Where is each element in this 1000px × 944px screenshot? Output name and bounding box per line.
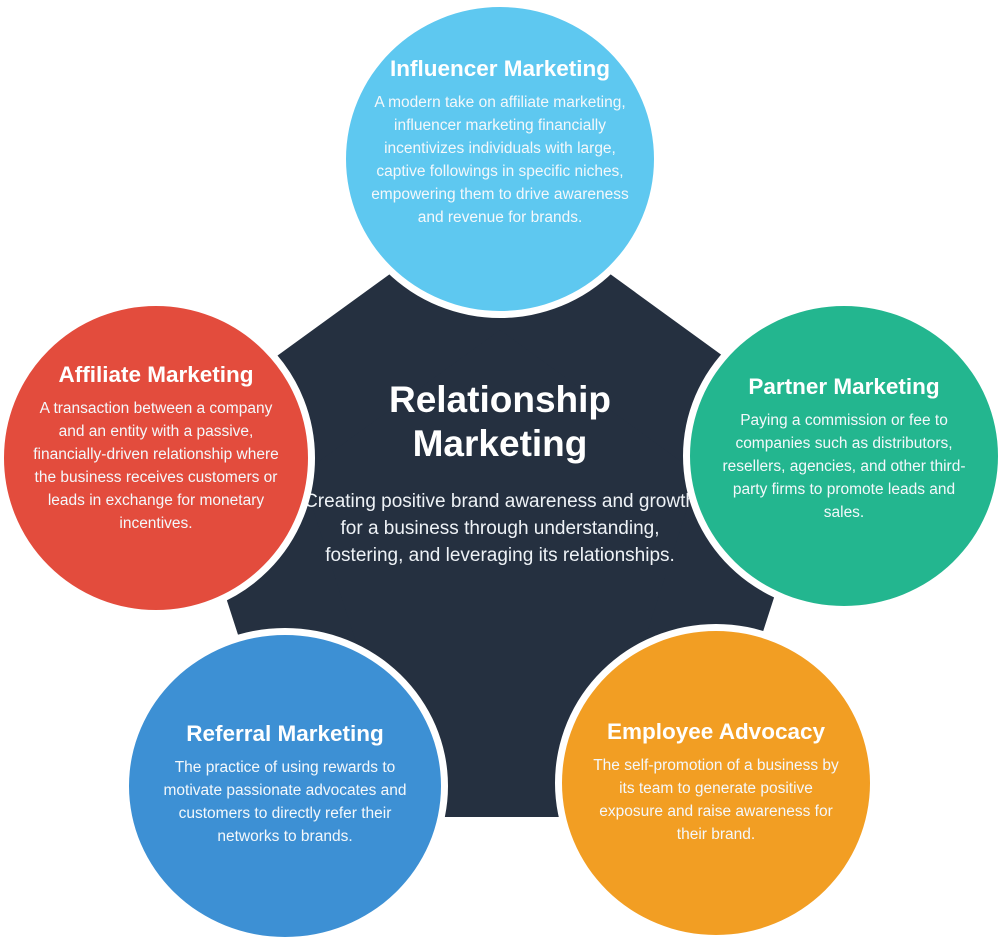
influencer-marketing-title: Influencer Marketing <box>389 56 611 81</box>
affiliate-marketing-description: A transaction between a company and an e… <box>33 400 279 532</box>
partner-marketing-description: Paying a commission or fee to companies … <box>722 412 966 521</box>
referral-marketing-title: Referral Marketing <box>186 721 384 746</box>
central-description: Creating positive brand awareness and gr… <box>304 491 696 566</box>
referral-marketing-circle: Referral Marketing The practice of using… <box>122 628 448 944</box>
employee-advocacy-circle: Employee Advocacy The self-promotion of … <box>555 624 877 942</box>
influencer-marketing-description: A modern take on affiliate marketing, in… <box>371 94 629 226</box>
affiliate-marketing-title: Affiliate Marketing <box>58 362 254 387</box>
affiliate-marketing-circle: Affiliate Marketing A transaction betwee… <box>0 299 315 617</box>
central-topic: Relationship Marketing Creating positive… <box>300 378 700 569</box>
influencer-marketing-circle: Influencer Marketing A modern take on af… <box>339 0 661 318</box>
employee-advocacy-description: The self-promotion of a business by its … <box>593 757 839 843</box>
partner-marketing-circle: Partner Marketing Paying a commission or… <box>683 299 1000 613</box>
partner-marketing-title: Partner Marketing <box>748 374 940 399</box>
employee-advocacy-title: Employee Advocacy <box>606 719 825 744</box>
referral-marketing-description: The practice of using rewards to motivat… <box>163 759 407 845</box>
central-title: Relationship Marketing <box>388 379 612 464</box>
